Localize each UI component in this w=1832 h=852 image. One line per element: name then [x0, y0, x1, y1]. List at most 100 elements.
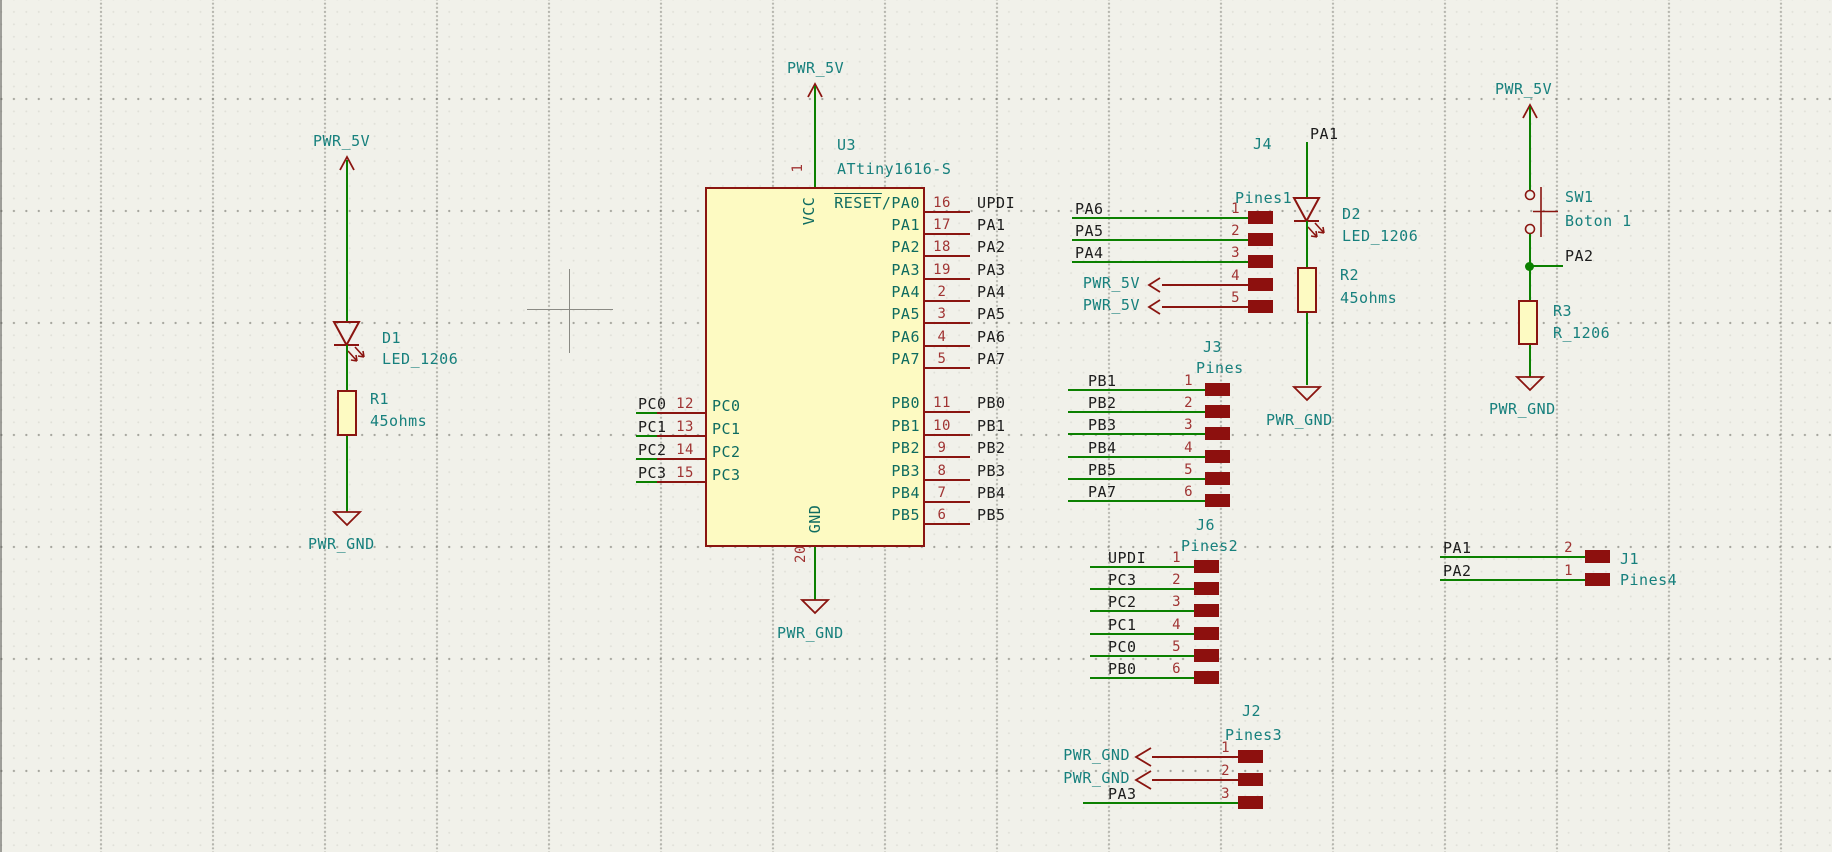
net-label[interactable]: PC2 — [1108, 593, 1137, 611]
wire[interactable] — [1529, 107, 1531, 190]
connector-pad[interactable] — [1205, 494, 1230, 507]
wire[interactable] — [346, 436, 348, 512]
connector-pad[interactable] — [1248, 233, 1273, 246]
wire[interactable] — [636, 435, 657, 437]
power-label-pwrgnd[interactable]: PWR_GND — [308, 535, 375, 553]
wire[interactable] — [1530, 265, 1563, 267]
component-ref[interactable]: J1 — [1620, 550, 1640, 568]
mcu-body[interactable] — [705, 187, 925, 547]
push-button-icon[interactable] — [1518, 182, 1562, 242]
net-label[interactable]: PB4 — [1088, 439, 1117, 457]
power-label-pwr5v[interactable]: PWR_5V — [787, 59, 845, 77]
net-label[interactable]: PA6 — [1075, 200, 1104, 218]
net-label[interactable]: PB4 — [977, 484, 1006, 502]
component-value[interactable]: ATtiny1616-S — [837, 160, 952, 178]
net-label[interactable]: PB5 — [1088, 461, 1117, 479]
wire[interactable] — [1068, 478, 1205, 480]
wire[interactable] — [1083, 802, 1238, 804]
power-up-arrow-icon[interactable] — [806, 82, 824, 100]
wire[interactable] — [1306, 313, 1308, 385]
connector-pad[interactable] — [1238, 796, 1263, 809]
connector-pad[interactable] — [1194, 560, 1219, 573]
connector-pad[interactable] — [1205, 405, 1230, 418]
net-label[interactable]: PA1 — [1310, 125, 1339, 143]
component-ref[interactable]: U3 — [837, 136, 857, 154]
net-label[interactable]: PB0 — [1108, 660, 1137, 678]
resistor-body[interactable] — [1297, 267, 1317, 313]
connector-pad[interactable] — [1194, 627, 1219, 640]
wire[interactable] — [1072, 217, 1248, 219]
wire[interactable] — [636, 412, 657, 414]
component-ref[interactable]: R2 — [1340, 266, 1360, 284]
net-label[interactable]: PA5 — [977, 305, 1006, 323]
component-value[interactable]: LED_1206 — [1342, 227, 1419, 245]
component-value[interactable]: Pines4 — [1620, 571, 1678, 589]
wire[interactable] — [1090, 610, 1194, 612]
connector-pad[interactable] — [1194, 582, 1219, 595]
wire[interactable] — [1090, 677, 1194, 679]
wire[interactable] — [814, 86, 816, 187]
wire[interactable] — [1306, 221, 1308, 267]
wire[interactable] — [346, 160, 348, 322]
net-label[interactable]: PB5 — [977, 506, 1006, 524]
net-label[interactable]: PB1 — [1088, 372, 1117, 390]
net-label[interactable]: PB3 — [1088, 416, 1117, 434]
resistor-body[interactable] — [337, 390, 357, 436]
net-label[interactable]: UPDI — [977, 194, 1016, 212]
global-label-pwr5v[interactable]: PWR_5V — [1082, 296, 1140, 314]
global-label-pwrgnd[interactable]: PWR_GND — [1063, 746, 1130, 764]
connector-pad[interactable] — [1585, 550, 1610, 563]
net-label[interactable]: PA4 — [977, 283, 1006, 301]
component-ref[interactable]: J4 — [1253, 135, 1273, 153]
component-ref[interactable]: SW1 — [1565, 188, 1594, 206]
wire[interactable] — [1068, 411, 1205, 413]
wire[interactable] — [1068, 433, 1205, 435]
net-label[interactable]: PA2 — [1443, 562, 1472, 580]
wire[interactable] — [346, 345, 348, 391]
global-label-pwr5v[interactable]: PWR_5V — [1082, 274, 1140, 292]
led-diode-icon[interactable] — [1292, 196, 1332, 246]
power-up-arrow-icon[interactable] — [1521, 103, 1539, 121]
connector-pad[interactable] — [1194, 671, 1219, 684]
net-label[interactable]: PB2 — [977, 439, 1006, 457]
net-label[interactable]: PA3 — [977, 261, 1006, 279]
connector-pad[interactable] — [1585, 573, 1610, 586]
connector-pad[interactable] — [1194, 604, 1219, 617]
component-ref[interactable]: J6 — [1196, 516, 1216, 534]
connector-pad[interactable] — [1248, 278, 1273, 291]
component-value[interactable]: Pines3 — [1225, 726, 1283, 744]
global-label-arrow-icon[interactable] — [1133, 769, 1153, 791]
connector-pad[interactable] — [1205, 427, 1230, 440]
net-label[interactable]: PA3 — [1108, 785, 1137, 803]
resistor-body[interactable] — [1518, 300, 1538, 345]
wire[interactable] — [1306, 142, 1308, 198]
connector-pad[interactable] — [1205, 472, 1230, 485]
connector-pad[interactable] — [1248, 255, 1273, 268]
component-value[interactable]: R_1206 — [1553, 324, 1611, 342]
net-label[interactable]: PA1 — [977, 216, 1006, 234]
net-label[interactable]: PB2 — [1088, 394, 1117, 412]
wire[interactable] — [1072, 261, 1248, 263]
global-label-arrow-icon[interactable] — [1133, 746, 1153, 768]
component-value[interactable]: 45ohms — [1340, 289, 1398, 307]
net-label[interactable]: PA4 — [1075, 244, 1104, 262]
power-gnd-icon[interactable] — [799, 598, 831, 615]
net-label[interactable]: PA5 — [1075, 222, 1104, 240]
global-label-pwrgnd[interactable]: PWR_GND — [1063, 769, 1130, 787]
component-value[interactable]: Boton 1 — [1565, 212, 1632, 230]
connector-pad[interactable] — [1248, 211, 1273, 224]
wire[interactable] — [1440, 556, 1585, 558]
component-ref[interactable]: D1 — [382, 329, 402, 347]
net-label[interactable]: PC2 — [638, 441, 667, 459]
net-label[interactable]: PA1 — [1443, 539, 1472, 557]
wire[interactable] — [636, 458, 657, 460]
power-gnd-icon[interactable] — [331, 510, 363, 527]
net-label[interactable]: PA6 — [977, 328, 1006, 346]
net-label[interactable]: PC0 — [638, 395, 667, 413]
component-value[interactable]: Pines2 — [1181, 537, 1239, 555]
net-label[interactable]: PB1 — [977, 417, 1006, 435]
wire[interactable] — [1068, 500, 1205, 502]
power-label-pwrgnd[interactable]: PWR_GND — [1489, 400, 1556, 418]
wire[interactable] — [814, 547, 816, 600]
